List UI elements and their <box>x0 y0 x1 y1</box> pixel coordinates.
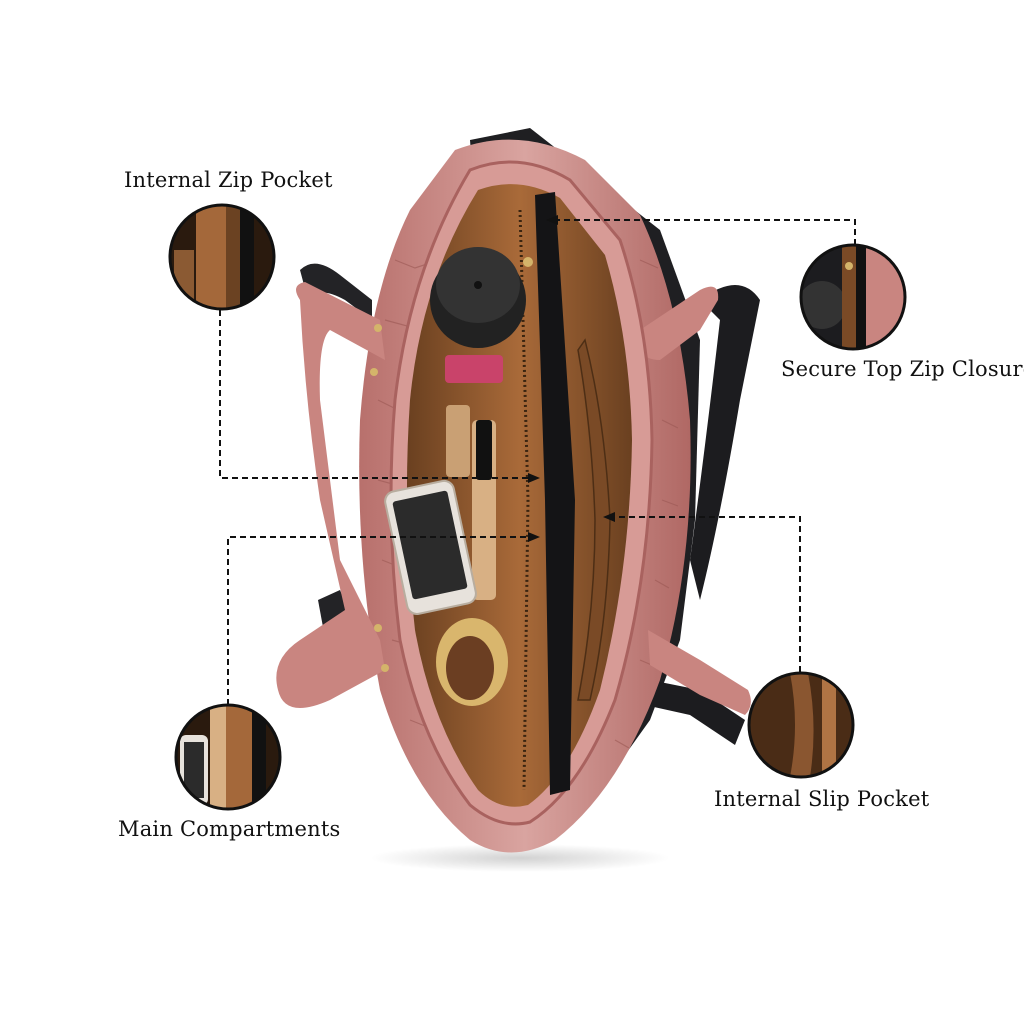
contents-phone <box>384 479 477 615</box>
strap-black-right-lower <box>645 680 745 745</box>
strap-pink-right-lower <box>648 630 751 715</box>
contents-jar <box>430 247 526 348</box>
detail-circle-main-compartments <box>174 703 282 811</box>
contents-pink-tube <box>445 355 503 383</box>
contents-lipstick-tip <box>476 420 492 480</box>
detail-circle-secure-top-zip-closure <box>799 243 907 351</box>
contents-concealer <box>446 405 470 477</box>
handbag <box>276 128 760 853</box>
strap-rivets <box>370 324 389 672</box>
leader-arrowheads <box>528 215 615 542</box>
leader-closure <box>555 219 856 245</box>
strap-pink-right <box>640 286 719 360</box>
bag-shadow <box>370 844 670 872</box>
divider-panel <box>535 192 575 795</box>
label-internal-zip-pocket: Internal Zip Pocket <box>124 168 333 192</box>
strap-black-left <box>300 263 372 320</box>
label-internal-slip-pocket: Internal Slip Pocket <box>714 787 930 811</box>
leader-slip <box>612 516 801 672</box>
label-secure-top-zip-closure: Secure Top Zip Closure <box>781 357 1024 381</box>
zip-pull <box>523 257 533 267</box>
contents-bangle <box>436 618 508 706</box>
label-main-compartments: Main Compartments <box>118 817 341 841</box>
leader-internal-zip <box>219 310 530 479</box>
leader-main <box>227 536 530 705</box>
detail-circle-internal-zip-pocket <box>168 203 276 311</box>
strap-pink-left <box>276 282 385 708</box>
leader-lines <box>219 219 856 705</box>
slip-pocket <box>577 338 611 701</box>
strap-black-right <box>690 285 760 600</box>
detail-circle-internal-slip-pocket <box>747 671 855 779</box>
